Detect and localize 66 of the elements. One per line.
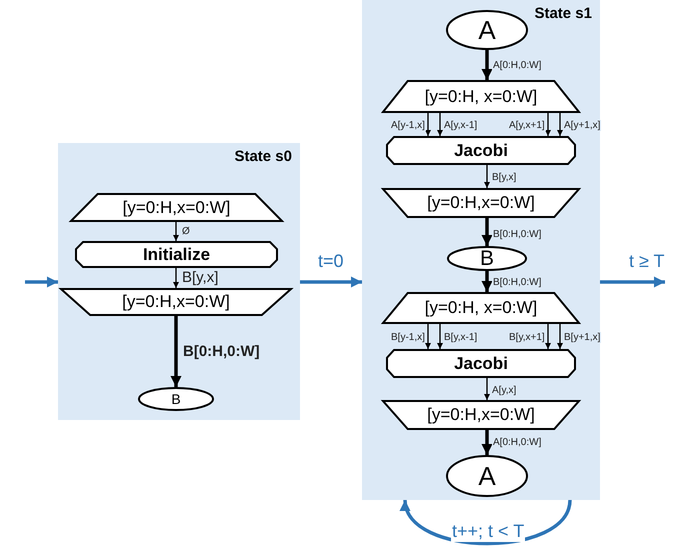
panel-title: State s0 — [234, 148, 292, 165]
arrow — [482, 430, 492, 455]
edge-label: A[y+1,x] — [563, 120, 602, 130]
edge-label: B[y,x-1] — [443, 332, 478, 342]
edge-label: B[y+1,x] — [563, 332, 602, 342]
edge-label: B[y,x] — [181, 270, 220, 286]
ellipse-node — [446, 455, 528, 497]
edge-label: B[y,x+1] — [508, 332, 546, 342]
node-label: [y=0:H,x=0:W] — [427, 193, 535, 213]
arrow — [300, 276, 362, 288]
arrow — [173, 268, 179, 288]
node-label: [y=0:H, x=0:W] — [424, 298, 538, 318]
trapezoid-node — [70, 193, 283, 222]
trapezoid-node — [382, 400, 580, 430]
node-label: Jacobi — [454, 354, 508, 374]
arrow — [482, 271, 492, 292]
node-label: Jacobi — [454, 140, 508, 160]
edge-label: A[y,x] — [491, 384, 518, 396]
arrow — [545, 324, 551, 349]
arrow — [25, 276, 58, 288]
node-label: A — [478, 460, 496, 492]
state-panel — [362, 0, 600, 500]
arrow — [600, 276, 665, 288]
edge-label: B[y-1,x] — [390, 332, 426, 342]
trapezoid-node — [60, 288, 292, 316]
edge-label: A[y,x-1] — [443, 120, 478, 130]
arrow — [173, 222, 179, 241]
node-label: [y=0:H,x=0:W] — [122, 198, 230, 218]
node-label: [y=0:H,x=0:W] — [122, 292, 230, 312]
arrow — [437, 324, 443, 349]
edge-label: B[0:H,0:W] — [182, 344, 261, 360]
arrow — [482, 218, 492, 246]
edge-label: A[y-1,x] — [390, 120, 426, 130]
edge-label: A[0:H,0:W] — [492, 436, 542, 448]
ellipse-node — [446, 10, 528, 50]
edge-label: B[y,x] — [491, 172, 518, 182]
node-label: B — [480, 246, 494, 270]
arrow — [545, 113, 551, 136]
edge-label: t++; t < T — [451, 522, 526, 542]
edge-label: A[0:H,0:W] — [492, 60, 542, 70]
node-label: [y=0:H, x=0:W] — [424, 86, 538, 106]
trapezoid-node — [382, 292, 580, 324]
arrow — [484, 165, 490, 188]
arrow — [425, 113, 431, 136]
panel-title: State s1 — [534, 5, 592, 22]
node-label: Initialize — [142, 244, 210, 264]
edge-label: B[0:H,0:W] — [492, 276, 542, 288]
arrow — [437, 113, 443, 136]
arrow — [484, 378, 490, 400]
trapezoid-node — [382, 80, 580, 113]
ellipse-node — [447, 246, 527, 271]
arrow — [482, 50, 492, 80]
edge-label: B[0:H,0:W] — [492, 228, 542, 240]
edge-label: Ø — [181, 226, 191, 236]
ellipse-node — [138, 387, 214, 411]
arrow — [557, 324, 563, 349]
node-label: [y=0:H,x=0:W] — [427, 405, 535, 425]
trapezoid-node — [382, 188, 580, 218]
arrow — [170, 316, 182, 387]
arrow — [425, 324, 431, 349]
node-label: A — [478, 14, 496, 46]
edge-label: A[y,x+1] — [508, 120, 546, 130]
arrow — [557, 113, 563, 136]
state-panel — [58, 143, 300, 420]
arrow — [402, 500, 572, 546]
node-label: B — [171, 391, 181, 407]
